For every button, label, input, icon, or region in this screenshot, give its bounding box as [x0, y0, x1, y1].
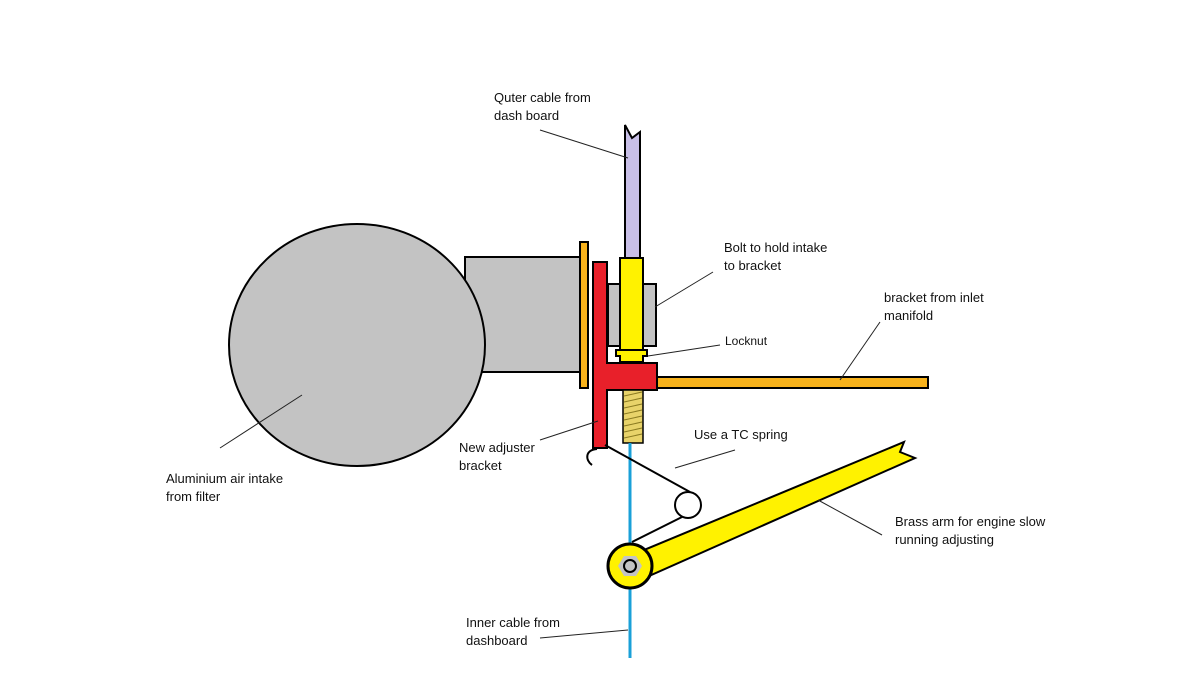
- threaded-stud: [622, 389, 644, 444]
- label-locknut: Locknut: [725, 334, 768, 348]
- intake-plate: [579, 241, 589, 389]
- locknut: [615, 349, 648, 363]
- air-intake-body: [228, 223, 486, 467]
- inlet-manifold-bracket: [654, 376, 929, 389]
- pivot-hole: [623, 559, 637, 573]
- stud-threads: [623, 391, 643, 439]
- outer-cable: [624, 124, 641, 259]
- leader-lines: [219, 129, 883, 639]
- brass-arm: [630, 440, 918, 582]
- adjuster-tube: [619, 257, 644, 351]
- label-spring: Use a TC spring: [694, 427, 788, 442]
- adjuster-bracket: [592, 261, 658, 449]
- tc-spring: [604, 444, 702, 543]
- bracket-hook: [586, 448, 598, 466]
